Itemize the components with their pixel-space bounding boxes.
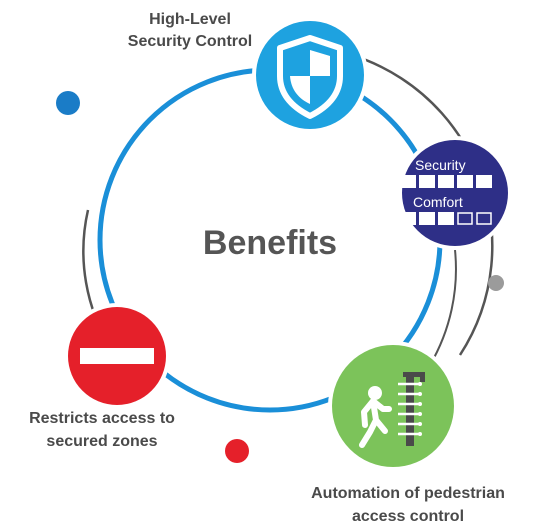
comfort-label: Comfort [413, 194, 463, 210]
node-security-comfort: Security Comfort [398, 136, 512, 250]
label-security-control-line1: High-Level [149, 11, 231, 28]
pedestrian-gate-icon [359, 372, 425, 448]
no-entry-icon [80, 348, 154, 364]
shield-icon [277, 35, 343, 119]
decorative-dot-blue [56, 91, 80, 115]
decorative-dot-gray [488, 275, 504, 291]
node-automation [328, 341, 458, 471]
node-restricts [64, 303, 170, 409]
security-label: Security [415, 157, 466, 173]
label-automation-line1: Automation of pedestrian [311, 485, 505, 502]
decorative-dot-red [225, 439, 249, 463]
label-restricts-line2: secured zones [46, 433, 157, 450]
outer-arc-inner-right [429, 249, 457, 366]
comfort-level-meter [400, 212, 492, 225]
label-automation-line2: access control [352, 508, 464, 525]
center-title: Benefits [203, 224, 337, 262]
node-security-control [252, 17, 368, 133]
label-security-control-line2: Security Control [128, 33, 252, 50]
security-level-meter [400, 175, 492, 188]
label-restricts-line1: Restricts access to [29, 410, 175, 427]
